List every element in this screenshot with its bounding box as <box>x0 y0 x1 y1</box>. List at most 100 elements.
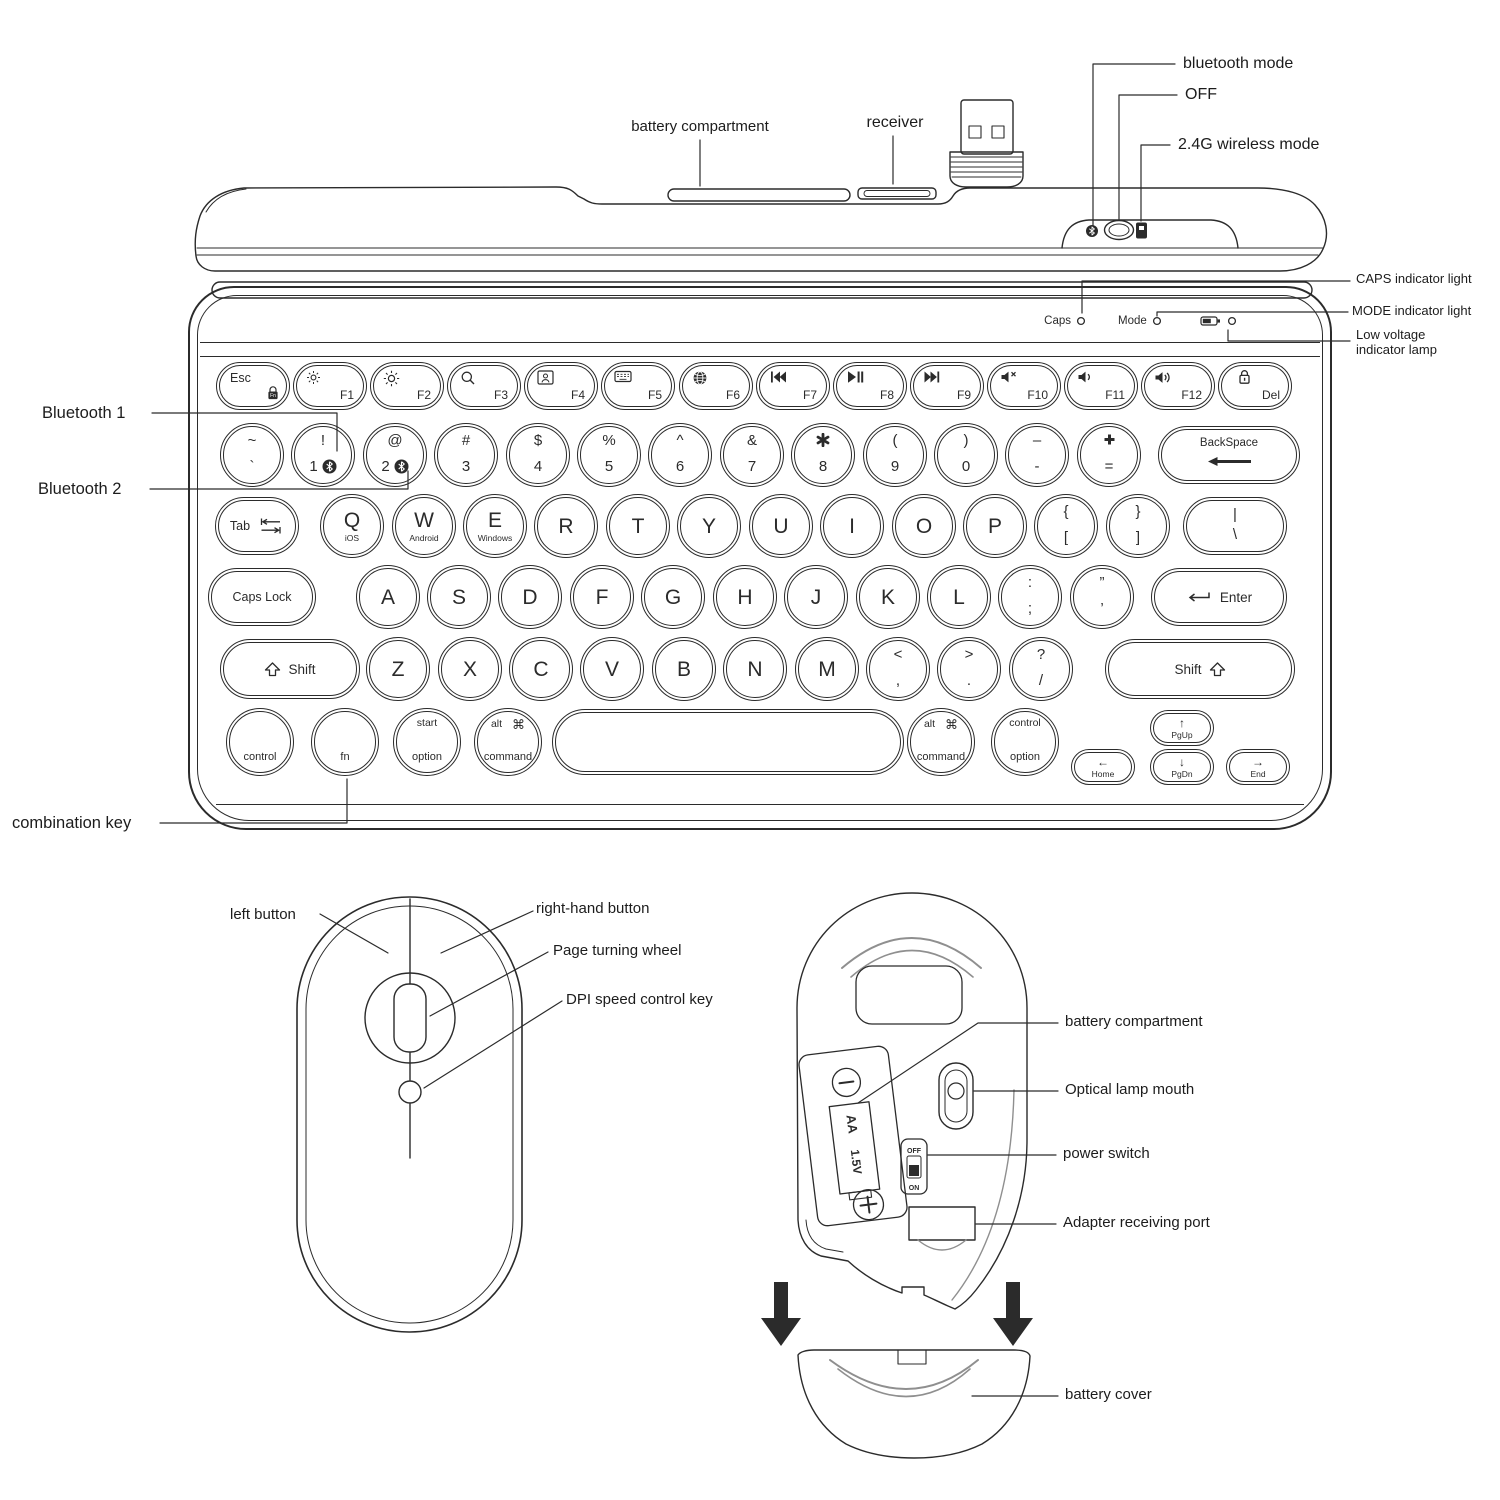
battery-type-text: AA <box>843 1114 860 1135</box>
caps-indicator-led <box>1076 316 1086 326</box>
mode-indicator-text: Mode <box>1118 315 1147 327</box>
keyboard-side-view <box>194 186 1328 299</box>
key-y: Y <box>677 494 741 558</box>
key-7: & 7 <box>720 423 784 487</box>
key-command-right: alt⌘ command <box>907 708 975 776</box>
sun-dim-icon <box>306 370 321 390</box>
side-bluetooth-mode-icon <box>1086 225 1098 237</box>
label-left-button: left button <box>230 906 296 923</box>
key-semicolon: : ; <box>998 565 1062 629</box>
asterisk-icon <box>816 432 830 451</box>
playpause-icon <box>846 370 864 389</box>
key-k: K <box>856 565 920 629</box>
usb-receiver <box>949 99 1024 188</box>
command-icon: ⌘ <box>512 717 526 732</box>
key-minus: – - <box>1005 423 1069 487</box>
key-4: $ 4 <box>506 423 570 487</box>
optical-lamp-mouth <box>938 1062 974 1130</box>
power-switch-mouse: OFF ON <box>900 1138 928 1195</box>
bluetooth-icon <box>394 459 409 474</box>
prev-icon <box>769 370 787 389</box>
page-turning-wheel <box>393 983 427 1053</box>
key-slash: ? / <box>1009 637 1073 701</box>
caps-indicator-group: Caps <box>1008 315 1086 327</box>
aa-battery <box>828 1101 881 1195</box>
key-2: @ 2 <box>363 423 427 487</box>
key-r: R <box>534 494 598 558</box>
key-o: O <box>892 494 956 558</box>
battery-voltage-text: 1.5V <box>848 1149 865 1175</box>
wheel-ring <box>364 972 456 1064</box>
command-icon: ⌘ <box>945 717 959 732</box>
bluetooth-icon <box>322 459 337 474</box>
key-h: H <box>713 565 777 629</box>
mouse-label-recess <box>855 965 963 1025</box>
switch-off-text: OFF <box>907 1148 922 1155</box>
key-f6: F6 <box>679 362 753 410</box>
key-quote: ” ’ <box>1070 565 1134 629</box>
tab-icon <box>257 517 284 535</box>
label-bluetooth-2: Bluetooth 2 <box>38 480 122 498</box>
key-command-left: alt⌘ command <box>474 708 542 776</box>
key-capslock: Caps Lock <box>208 568 316 626</box>
key-home: ←Home <box>1071 749 1135 785</box>
key-b: B <box>652 637 716 701</box>
adapter-receiving-port <box>908 1206 976 1241</box>
key-j: J <box>784 565 848 629</box>
label-optical-lamp-mouth: Optical lamp mouth <box>1065 1081 1195 1098</box>
label-battery-compartment-kb: battery compartment <box>631 118 769 135</box>
battery-cover <box>797 1349 1031 1459</box>
key-5: % 5 <box>577 423 641 487</box>
key-pgdn: ↓PgDn <box>1150 749 1214 785</box>
svg-text:Fn: Fn <box>270 393 276 399</box>
key-del: Del <box>1218 362 1292 410</box>
key-s: S <box>427 565 491 629</box>
label-off-label: OFF <box>1185 86 1217 103</box>
down-arrow-icon <box>993 1282 1033 1346</box>
key-lshift: Shift <box>220 639 360 699</box>
key-f9: F9 <box>910 362 984 410</box>
key-x: X <box>438 637 502 701</box>
vol1-icon <box>1077 370 1093 389</box>
backspace-arrow-icon <box>1206 454 1252 472</box>
key-enter: Enter <box>1151 568 1287 626</box>
mute-icon <box>1000 370 1018 389</box>
label-bluetooth-mode: bluetooth mode <box>1183 55 1294 72</box>
side-24g-mode-icon <box>1136 222 1147 239</box>
label-caps-indicator: CAPS indicator light <box>1356 271 1472 286</box>
battery-compartment-mouse: AA 1.5V <box>798 1045 908 1227</box>
key-pgup: ↑PgUp <box>1150 710 1214 746</box>
label-battery-compartment-mouse: battery compartment <box>1065 1013 1203 1030</box>
search-icon <box>460 370 476 391</box>
label-dpi-speed-control-key: DPI speed control key <box>566 991 713 1008</box>
side-switch-recess <box>1061 219 1239 249</box>
key-z: Z <box>366 637 430 701</box>
key-rshift: Shift <box>1105 639 1295 699</box>
key-m: M <box>795 637 859 701</box>
key-equals: = <box>1077 423 1141 487</box>
leader-lines-mouse-bottom <box>857 1022 1059 1397</box>
key-lbracket: { [ <box>1034 494 1098 558</box>
plusbold-icon <box>1103 433 1116 450</box>
shift-icon <box>1209 661 1226 677</box>
label-page-turning-wheel: Page turning wheel <box>553 942 682 959</box>
key-grave: ~ ` <box>220 423 284 487</box>
switch-on-text: ON <box>909 1185 920 1192</box>
next-icon <box>923 370 941 389</box>
key-f5: F5 <box>601 362 675 410</box>
leader-lines-top <box>699 63 1178 227</box>
label-bluetooth-1: Bluetooth 1 <box>42 404 126 422</box>
key-control-left: control <box>226 708 294 776</box>
key-rbracket: } ] <box>1106 494 1170 558</box>
key-9: ( 9 <box>863 423 927 487</box>
key-1: ! 1 <box>291 423 355 487</box>
key-period: > . <box>937 637 1001 701</box>
low-voltage-led <box>1227 316 1237 326</box>
slide-direction-arrows <box>761 1282 1033 1346</box>
key-f11: F11 <box>1064 362 1138 410</box>
key-f: F <box>570 565 634 629</box>
key-f10: F10 <box>987 362 1061 410</box>
caps-indicator-text: Caps <box>1044 315 1071 327</box>
